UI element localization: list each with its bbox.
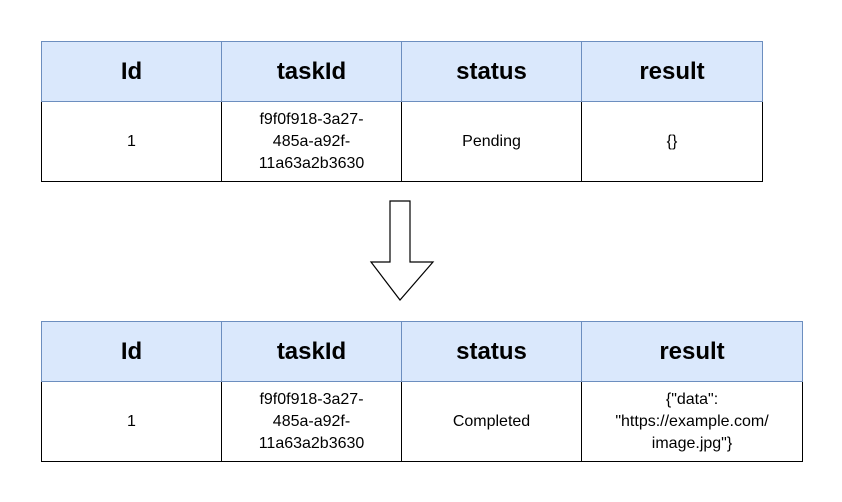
header-id: Id — [41, 321, 222, 382]
cell-status-text: Completed — [452, 412, 531, 430]
header-row: Id taskId status result — [41, 321, 803, 382]
cell-result: {"data": "https://example.com/ image.jpg… — [581, 381, 803, 462]
cell-id: 1 — [41, 101, 222, 182]
task-table-before: Id taskId status result 1 f9f0f918-3a27-… — [41, 41, 763, 182]
cell-result-text: {} — [666, 132, 678, 150]
header-id: Id — [41, 41, 222, 102]
down-arrow-shape — [369, 200, 435, 301]
cell-status-text: Pending — [462, 132, 521, 150]
header-result: result — [581, 41, 763, 102]
cell-taskid-text: f9f0f918-3a27- 485a-a92f- 11a63a2b3630 — [258, 110, 365, 172]
down-arrow-icon — [369, 200, 435, 301]
cell-result: {} — [581, 101, 763, 182]
cell-status: Completed — [401, 381, 582, 462]
cell-status: Pending — [401, 101, 582, 182]
cell-id-text: 1 — [127, 132, 136, 150]
header-taskid: taskId — [221, 321, 402, 382]
cell-taskid: f9f0f918-3a27- 485a-a92f- 11a63a2b3630 — [221, 101, 402, 182]
cell-taskid: f9f0f918-3a27- 485a-a92f- 11a63a2b3630 — [221, 381, 402, 462]
table-row: 1 f9f0f918-3a27- 485a-a92f- 11a63a2b3630… — [41, 101, 763, 182]
header-status: status — [401, 41, 582, 102]
header-taskid: taskId — [221, 41, 402, 102]
task-table-after: Id taskId status result 1 f9f0f918-3a27-… — [41, 321, 803, 462]
cell-id: 1 — [41, 381, 222, 462]
cell-taskid-text: f9f0f918-3a27- 485a-a92f- 11a63a2b3630 — [258, 390, 365, 452]
cell-result-text: {"data": "https://example.com/ image.jpg… — [615, 390, 769, 452]
header-result: result — [581, 321, 803, 382]
cell-id-text: 1 — [127, 412, 136, 430]
header-status: status — [401, 321, 582, 382]
table-row: 1 f9f0f918-3a27- 485a-a92f- 11a63a2b3630… — [41, 381, 803, 462]
header-row: Id taskId status result — [41, 41, 763, 102]
